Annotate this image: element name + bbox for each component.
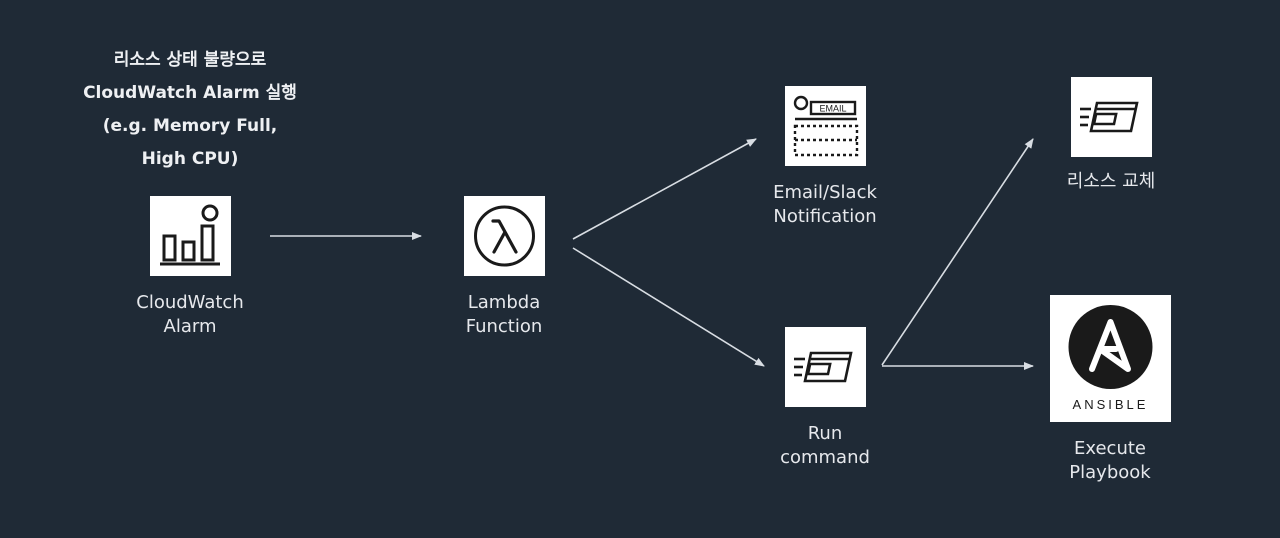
alarm-description-line: 리소스 상태 불량으로 xyxy=(113,50,267,70)
email-notification-label: Email/Slack Notification xyxy=(773,182,877,227)
run-command-icon xyxy=(794,351,853,383)
arrow-lambda-to-email xyxy=(572,138,757,240)
lambda-function-label: Lambda Function xyxy=(465,292,543,337)
resource-replace-label: 리소스 교체 xyxy=(1066,171,1156,192)
email-icon-text: EMAIL xyxy=(819,104,846,114)
bar-chart-alarm-icon xyxy=(160,204,220,266)
alarm-description: 리소스 상태 불량으로 CloudWatch Alarm 실행 (e.g. Me… xyxy=(60,44,320,176)
execute-playbook-label: Execute Playbook xyxy=(1069,438,1151,483)
run-command-node xyxy=(785,327,866,407)
resource-replace-node xyxy=(1071,77,1152,157)
lambda-function-node xyxy=(464,196,545,276)
cloudwatch-alarm-node xyxy=(150,196,231,276)
arrow-lambda-to-run xyxy=(572,247,765,367)
ansible-logo: ANSIBLE xyxy=(1068,305,1153,412)
ansible-node: ANSIBLE xyxy=(1050,295,1171,422)
run-command-label: Run command xyxy=(780,423,870,468)
run-command-icon xyxy=(1080,101,1139,133)
email-form-icon: EMAIL xyxy=(793,95,859,157)
alarm-description-line: (e.g. Memory Full, xyxy=(102,116,278,136)
alarm-description-line: High CPU) xyxy=(141,149,239,169)
ansible-logo-text: ANSIBLE xyxy=(1073,397,1149,412)
lambda-icon xyxy=(474,205,535,267)
alarm-description-line: CloudWatch Alarm 실행 xyxy=(83,83,297,103)
arrow-run-to-replace xyxy=(881,138,1034,366)
cloudwatch-alarm-label: CloudWatch Alarm xyxy=(136,292,244,337)
email-notification-node: EMAIL xyxy=(785,86,866,166)
